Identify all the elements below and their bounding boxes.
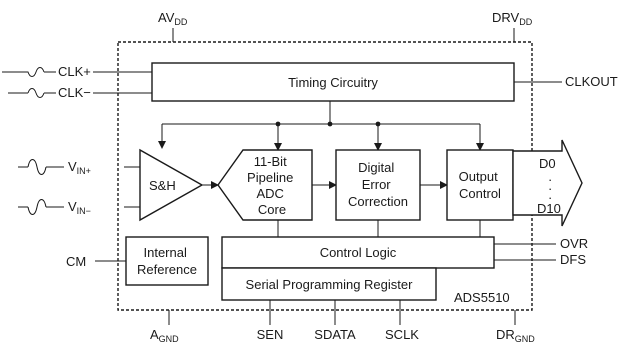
vin-plus-label: VIN+ — [68, 159, 91, 176]
bus-ellipsis: · · · — [548, 172, 552, 205]
svg-text:·: · — [548, 172, 552, 187]
timing-circuitry-block — [151, 62, 515, 102]
ovr-label: OVR — [560, 236, 588, 251]
svg-text:·: · — [548, 190, 552, 205]
sine-wave-icon — [27, 159, 47, 175]
vin-minus-input: VIN− — [18, 199, 140, 216]
dfs-label: DFS — [560, 252, 586, 267]
sample-hold-label: S&H — [149, 178, 176, 193]
timing-circuitry-label: Timing Circuitry — [288, 75, 378, 90]
bus-d10-label: D10 — [537, 201, 561, 216]
avdd-label: AVDD — [158, 10, 188, 27]
chip-name-label: ADS5510 — [454, 290, 510, 305]
serial-register-label: Serial Programming Register — [246, 277, 414, 292]
clock-distribution — [158, 101, 484, 151]
output-bus-arrow — [512, 139, 583, 227]
output-control-block — [446, 149, 514, 221]
sen-label: SEN — [257, 327, 284, 342]
adc-core-label: 11-Bit Pipeline ADC Core — [247, 154, 297, 217]
internal-reference-block — [125, 236, 209, 286]
clk-minus-input: CLK− — [8, 85, 152, 100]
drgnd-label: DRGND — [496, 327, 535, 344]
clk-plus-label: CLK+ — [58, 64, 91, 79]
bus-d0-label: D0 — [539, 156, 556, 171]
output-control-label: Output Control — [459, 169, 502, 201]
agnd-label: AGND — [150, 327, 179, 344]
control-logic-label: Control Logic — [320, 245, 397, 260]
control-logic-block — [221, 236, 495, 269]
svg-text:·: · — [548, 181, 552, 196]
sclk-label: SCLK — [385, 327, 419, 342]
serial-register-block — [221, 267, 437, 301]
clk-plus-input: CLK+ — [2, 64, 152, 79]
sdata-label: SDATA — [314, 327, 356, 342]
error-correction-label: Digital Error Correction — [348, 160, 408, 209]
sample-hold-amplifier — [139, 148, 204, 222]
internal-reference-label: Internal Reference — [137, 245, 197, 277]
clkout-label: CLKOUT — [565, 74, 618, 89]
square-wave-icon — [24, 67, 45, 77]
cm-label: CM — [66, 254, 86, 269]
sine-wave-icon — [27, 199, 47, 215]
vin-plus-input: VIN+ — [18, 159, 140, 176]
clk-minus-label: CLK− — [58, 85, 91, 100]
square-wave-icon — [27, 88, 45, 98]
vin-minus-label: VIN− — [68, 199, 91, 216]
drvdd-label: DRVDD — [492, 10, 533, 27]
